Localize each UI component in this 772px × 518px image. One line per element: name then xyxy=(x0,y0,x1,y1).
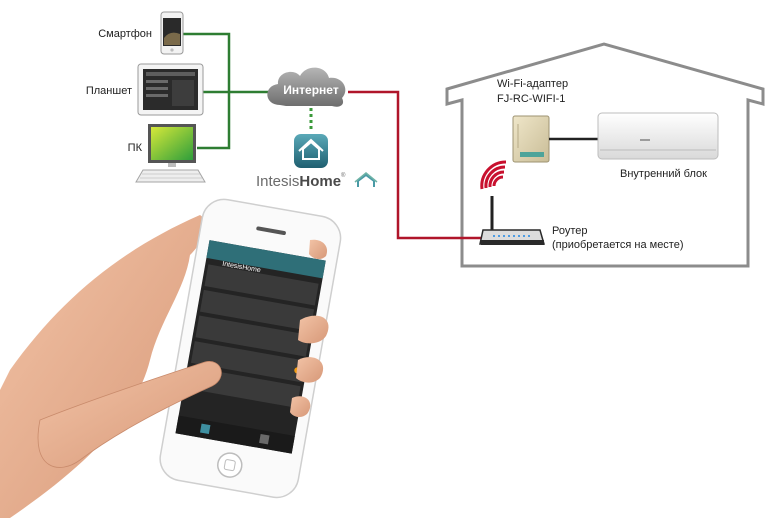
wifi-adapter-icon xyxy=(512,115,550,163)
phone-app-header xyxy=(206,240,326,279)
wifi-adapter-label-line2: FJ-RC-WIFI-1 xyxy=(497,93,566,105)
internet-cloud-icon xyxy=(267,67,346,107)
brand-house-icon xyxy=(354,172,378,187)
brand-name-part2: Home xyxy=(299,173,342,190)
hand-with-phone-illustration xyxy=(0,198,342,518)
indoor-unit-icon xyxy=(597,112,719,160)
wifi-adapter-label-line1: Wi-Fi-адаптер xyxy=(497,78,569,90)
tablet-label: Планшет xyxy=(85,85,132,97)
house-outline xyxy=(445,42,765,268)
smartphone-icon xyxy=(160,11,184,55)
internet-line xyxy=(348,90,482,240)
brand-registered-mark: ® xyxy=(341,173,346,179)
pc-icon xyxy=(135,124,206,183)
intesishome-app-icon xyxy=(294,134,328,168)
brand-name-part1: Intesis xyxy=(256,173,300,190)
internet-label: Интернет xyxy=(283,83,339,97)
tablet-icon xyxy=(137,63,204,116)
router-icon xyxy=(479,196,545,245)
indoor-unit-label: Внутренний блок xyxy=(620,168,707,180)
pc-label: ПК xyxy=(127,142,142,154)
smartphone-label: Смартфон xyxy=(98,28,152,40)
router-label-line1: Роутер xyxy=(552,225,588,237)
brand-logo-text: IntesisHome® xyxy=(256,173,345,190)
phone-app-rows xyxy=(186,264,319,408)
wifi-signal-icon xyxy=(480,160,507,190)
router-label-line2: (приобретается на месте) xyxy=(552,239,684,251)
device-connection-lines xyxy=(183,32,272,150)
